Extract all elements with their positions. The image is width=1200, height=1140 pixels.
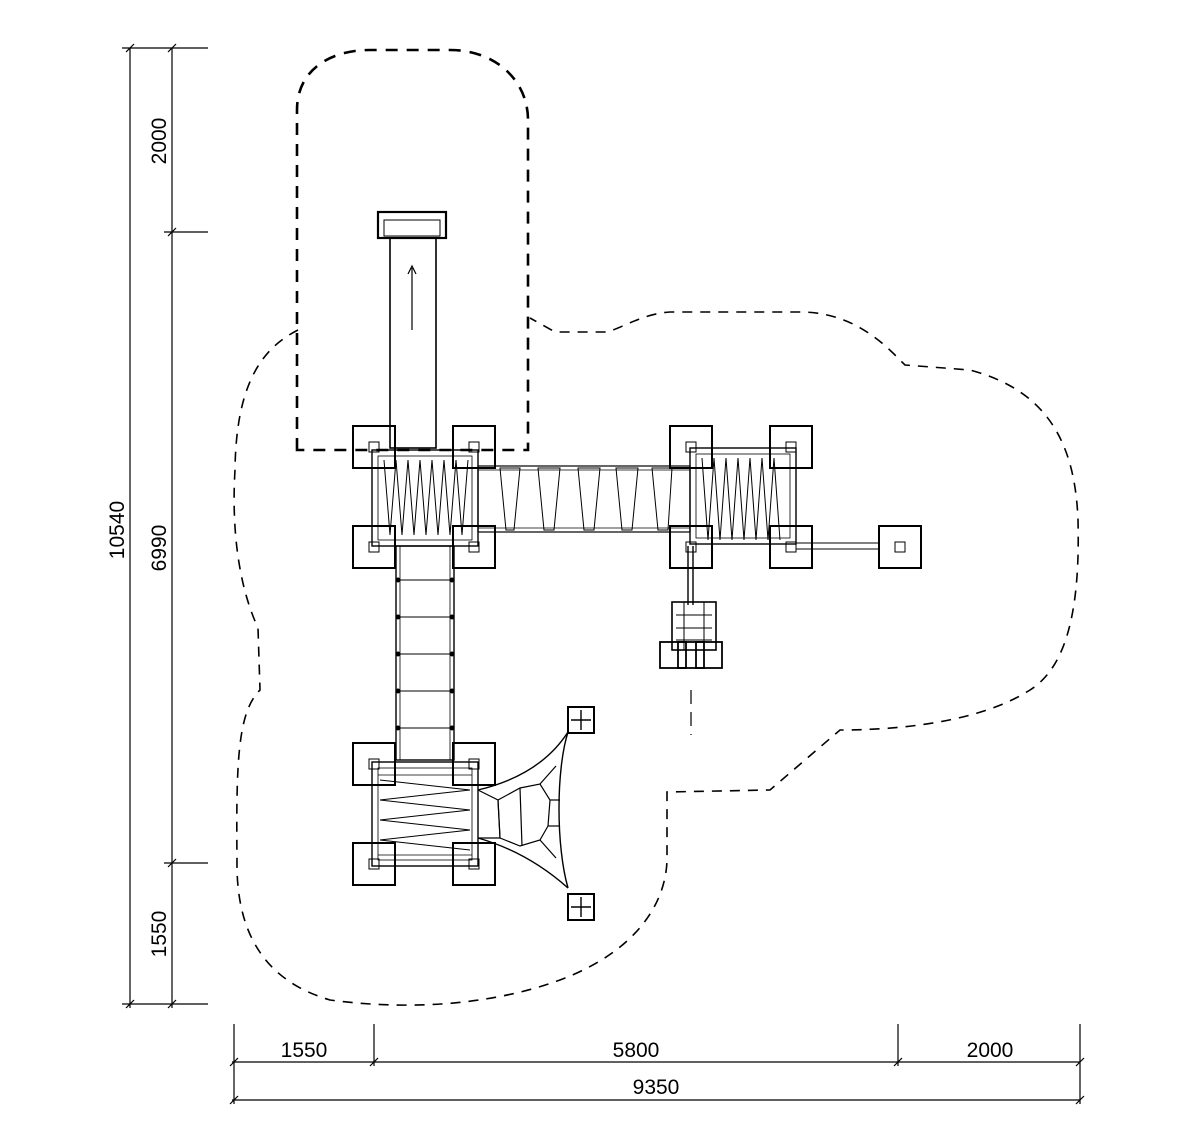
slide-runout-zone	[295, 48, 530, 452]
post-footing	[769, 425, 813, 469]
post-footing	[352, 742, 396, 786]
dim-vertical-bottom: 1550	[148, 911, 171, 958]
post-footing	[769, 525, 813, 569]
dim-horizontal-middle: 5800	[613, 1039, 660, 1062]
bridge-rung-bolt	[395, 651, 401, 657]
net-anchor-post	[567, 706, 595, 734]
bridge-rung-bolt	[395, 577, 401, 583]
bridge-rung-bolt	[449, 577, 455, 583]
slide	[376, 210, 448, 449]
post-footing	[878, 525, 922, 569]
ladder	[671, 546, 717, 735]
bridge-vertical	[395, 545, 455, 761]
post-footing	[352, 842, 396, 886]
bridge-horizontal	[477, 465, 691, 533]
ladder-footing	[659, 641, 687, 669]
ladder-footing	[677, 641, 705, 669]
dimension-lines	[122, 43, 1085, 1105]
climbing-net	[477, 731, 569, 889]
post-footing	[352, 525, 396, 569]
bridge-rung-bolt	[395, 614, 401, 620]
tower-a	[371, 449, 479, 547]
safety-zone-outline	[233, 311, 1080, 1006]
bridge-rung-bolt	[395, 725, 401, 731]
post-footing	[669, 525, 713, 569]
bridge-rung-bolt	[449, 614, 455, 620]
dim-vertical-middle: 6990	[148, 525, 171, 572]
bridge-rung-bolt	[449, 725, 455, 731]
post-footing	[352, 425, 396, 469]
bridge-rung-bolt	[395, 688, 401, 694]
dim-horizontal-left: 1550	[281, 1039, 328, 1062]
dim-horizontal-right: 2000	[967, 1039, 1014, 1062]
ladder-footing	[695, 641, 723, 669]
platform-posts	[352, 425, 922, 921]
tower-c	[689, 447, 797, 545]
net-anchor-post	[567, 893, 595, 921]
post-footing	[452, 742, 496, 786]
tower-b	[371, 761, 479, 867]
post-footing	[452, 842, 496, 886]
post-footing	[452, 525, 496, 569]
post-footing	[452, 425, 496, 469]
bridge-rung-bolt	[449, 651, 455, 657]
post-footing	[669, 425, 713, 469]
dim-vertical-total: 10540	[106, 501, 129, 559]
rail-connector-right	[796, 542, 880, 550]
dim-vertical-top: 2000	[148, 118, 171, 165]
dim-horizontal-total: 9350	[633, 1076, 680, 1099]
bridge-rung-bolt	[449, 688, 455, 694]
